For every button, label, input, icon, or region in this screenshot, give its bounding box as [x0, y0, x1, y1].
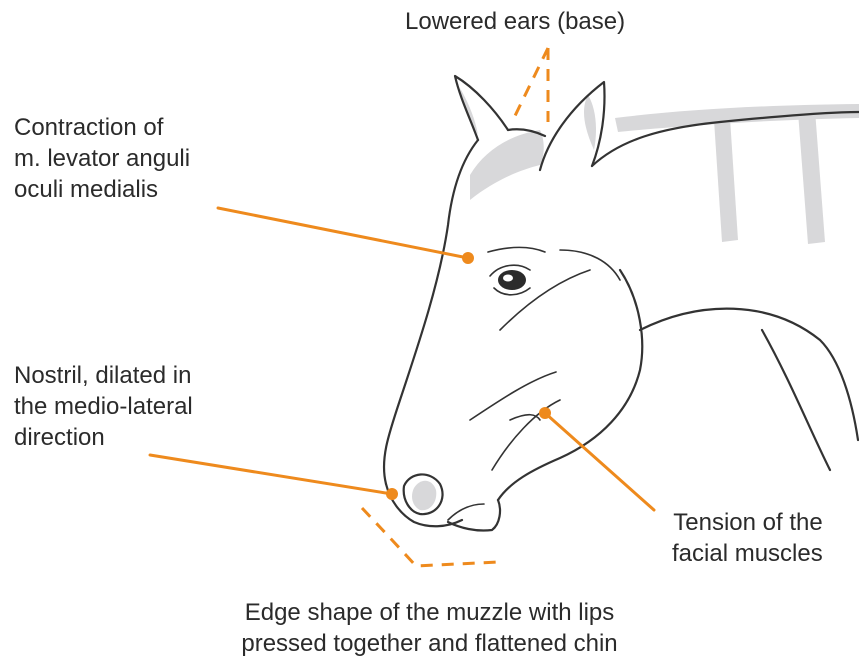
- nostril-shading: [412, 481, 436, 511]
- tension-label-line: Tension of the: [672, 507, 823, 538]
- levator-label: Contraction of m. levator anguli oculi m…: [14, 112, 190, 205]
- tension-dot: [539, 407, 551, 419]
- eye-highlight: [503, 275, 513, 282]
- horse-outline: [384, 76, 859, 531]
- left-ear: [455, 76, 508, 140]
- nostril-label: Nostril, dilated in the medio-lateral di…: [14, 360, 193, 453]
- muzzle-label: Edge shape of the muzzle with lips press…: [0, 597, 859, 659]
- jaw-line: [498, 270, 642, 500]
- shading: [412, 88, 859, 510]
- mane-band-2: [798, 110, 825, 244]
- mane-strip: [615, 104, 859, 132]
- brow-line: [488, 248, 545, 253]
- nostril-label-line: direction: [14, 422, 193, 453]
- cheek-line: [560, 250, 620, 280]
- levator-label-line: Contraction of: [14, 112, 190, 143]
- neck-under: [640, 309, 858, 440]
- muzzle-dashed-marker: [362, 508, 498, 566]
- mouth-line: [448, 504, 484, 520]
- forelock-shading: [470, 130, 544, 200]
- nostril-label-line: the medio-lateral: [14, 391, 193, 422]
- left-ear-inner: [460, 88, 478, 135]
- mane-band-1: [714, 118, 738, 242]
- nostril-leader: [150, 455, 392, 494]
- tension-label: Tension of the facial muscles: [672, 507, 823, 569]
- levator-label-line: m. levator anguli: [14, 143, 190, 174]
- nostril-label-line: Nostril, dilated in: [14, 360, 193, 391]
- levator-leader: [218, 208, 468, 258]
- right-ear-inner: [584, 95, 596, 150]
- tension-leader: [545, 413, 654, 510]
- annotation-markers: [150, 48, 654, 566]
- ears-dashed-marker: [512, 48, 548, 122]
- muzzle-label-line: Edge shape of the muzzle with lips: [0, 597, 859, 628]
- tension-label-line: facial muscles: [672, 538, 823, 569]
- muzzle-label-line: pressed together and flattened chin: [0, 628, 859, 659]
- face-profile: [384, 140, 478, 484]
- nostril-dot: [386, 488, 398, 500]
- ears-label: Lowered ears (base): [405, 6, 625, 37]
- ears-label-line: Lowered ears (base): [405, 6, 625, 37]
- throat: [762, 330, 830, 470]
- levator-dot: [462, 252, 474, 264]
- levator-label-line: oculi medialis: [14, 174, 190, 205]
